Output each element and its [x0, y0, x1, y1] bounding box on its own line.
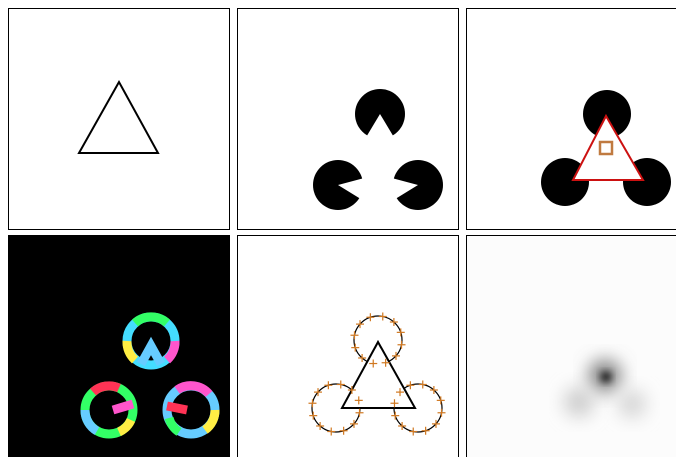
panel-density-map	[466, 235, 676, 457]
density-peak	[601, 372, 611, 382]
density-blob-left	[564, 387, 594, 417]
panel-detected-contour	[466, 8, 676, 230]
panel-orientation-edges	[8, 235, 230, 457]
panel-outline-triangle	[8, 8, 230, 230]
ring-right	[167, 386, 215, 434]
pacman-left	[313, 160, 368, 210]
outline-triangle-canvas	[9, 9, 230, 230]
recovered-triangle	[342, 342, 415, 408]
ring-left	[85, 386, 133, 434]
detected-triangle	[573, 116, 643, 180]
ring-top	[127, 317, 175, 365]
outline-triangle	[79, 82, 158, 153]
panel-tangent-markers	[237, 235, 459, 457]
detected-contour-canvas	[467, 9, 676, 230]
density-blob-right	[618, 390, 646, 418]
kanizsa-canvas	[238, 9, 459, 230]
density-map-canvas	[467, 236, 676, 457]
tangent-markers-canvas	[238, 236, 459, 457]
panel-kanizsa-stimulus	[237, 8, 459, 230]
pacman-top	[355, 89, 405, 139]
orientation-edges-canvas	[9, 236, 230, 457]
pacman-right	[388, 160, 443, 210]
